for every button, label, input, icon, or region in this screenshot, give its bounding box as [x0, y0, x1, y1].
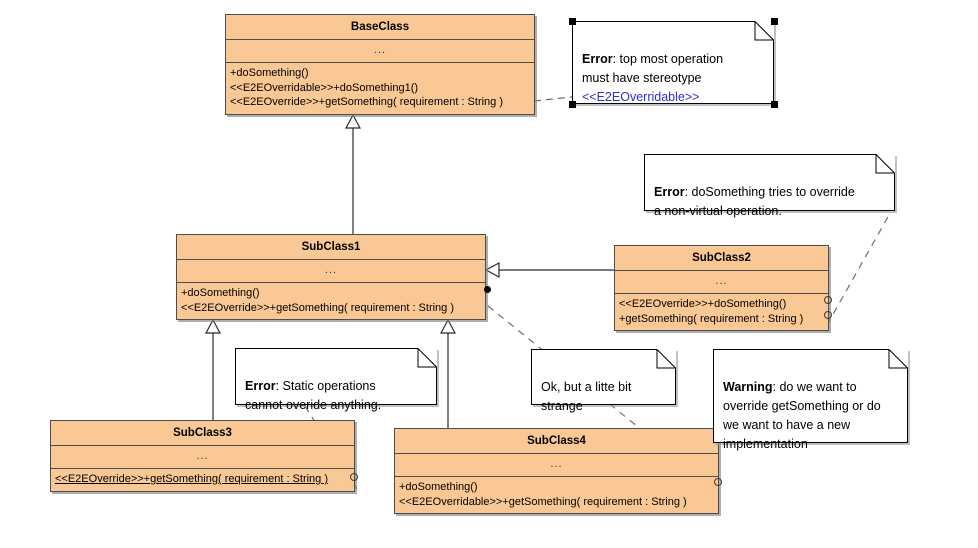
note-text-subclass2-warning: Warning: do we want to override getSomet…: [713, 349, 908, 460]
note-severity-label: Warning: [723, 380, 773, 394]
selection-handle-bottom-left[interactable]: [569, 101, 576, 108]
generalization-subclass1-to-baseclass: [344, 113, 362, 234]
class-operations-subclass4: +doSomething() <<E2EOverridable>>+getSom…: [395, 477, 718, 513]
class-name-subclass2: SubClass2: [615, 246, 828, 271]
generalization-subclass3-to-subclass1: [204, 318, 222, 420]
note-anchor-point-subclass2-op1[interactable]: [824, 296, 832, 304]
generalization-subclass4-to-subclass1: [439, 318, 457, 428]
note-shape-icon: [572, 21, 774, 104]
note-message: : do we want to override getSomething or…: [723, 380, 881, 451]
note-baseclass-error[interactable]: Error: top most operation must have ster…: [572, 21, 774, 104]
class-attributes-subclass2: ...: [615, 271, 828, 294]
note-message: Ok, but a litte bit strange: [541, 380, 632, 413]
class-operations-subclass2: <<E2EOverride>>+doSomething() +getSometh…: [615, 294, 828, 330]
operation-row[interactable]: <<E2EOverride>>+getSomething( requiremen…: [55, 473, 329, 485]
operation-row[interactable]: <<E2EOverride>>+getSomething( requiremen…: [230, 96, 504, 108]
selection-handle-top-left[interactable]: [569, 18, 576, 25]
note-text-subclass2-error: Error: doSomething tries to override a n…: [644, 154, 895, 227]
note-anchor-point-subclass3-op1[interactable]: [350, 473, 358, 481]
class-operations-subclass3: <<E2EOverride>>+getSomething( requiremen…: [51, 469, 354, 491]
note-text-baseclass-error: Error: top most operation must have ster…: [572, 21, 774, 113]
class-attributes-baseclass: ...: [226, 40, 534, 63]
class-name-subclass4: SubClass4: [395, 429, 718, 454]
class-attributes-subclass3: ...: [51, 446, 354, 469]
class-subclass2[interactable]: SubClass2 ... <<E2EOverride>>+doSomethin…: [614, 245, 829, 331]
note-shape-icon: [713, 349, 908, 443]
note-anchor-point-subclass4-op1[interactable]: [714, 478, 722, 486]
note-text-subclass4-ok: Ok, but a litte bit strange: [531, 349, 676, 422]
class-name-baseclass: BaseClass: [226, 15, 534, 40]
note-severity-label: Error: [582, 52, 613, 66]
operation-row[interactable]: <<E2EOverride>>+doSomething(): [619, 298, 787, 310]
note-text-subclass3-error: Error: Static operations cannot overide …: [235, 348, 437, 421]
class-name-subclass3: SubClass3: [51, 421, 354, 446]
class-baseclass[interactable]: BaseClass ... +doSomething() <<E2EOverri…: [225, 14, 535, 115]
note-anchor-point-subclass1[interactable]: [484, 286, 491, 293]
class-name-subclass1: SubClass1: [177, 235, 485, 260]
class-attributes-subclass1: ...: [177, 260, 485, 283]
note-anchor-baseclass: [533, 96, 573, 102]
note-subclass2-error[interactable]: Error: doSomething tries to override a n…: [644, 154, 895, 218]
class-subclass3[interactable]: SubClass3 ... <<E2EOverride>>+getSomethi…: [50, 420, 355, 492]
note-anchor-point-subclass2-op2[interactable]: [824, 311, 832, 319]
class-subclass4[interactable]: SubClass4 ... +doSomething() <<E2EOverri…: [394, 428, 719, 514]
note-message: : top most operation must have stereotyp…: [582, 52, 724, 85]
operation-row[interactable]: +doSomething(): [181, 287, 260, 299]
operation-row[interactable]: +doSomething(): [230, 67, 309, 79]
operation-row[interactable]: <<E2EOverridable>>+getSomething( require…: [399, 495, 687, 508]
class-subclass1[interactable]: SubClass1 ... +doSomething() <<E2EOverri…: [176, 234, 486, 320]
note-subclass2-warning[interactable]: Warning: do we want to override getSomet…: [713, 349, 908, 451]
note-shape-icon: [531, 349, 676, 405]
selection-handle-top-right[interactable]: [771, 18, 778, 25]
note-stereotype-link[interactable]: <<E2EOverridable>>: [582, 90, 700, 104]
class-operations-baseclass: +doSomething() <<E2EOverridable>>+doSome…: [226, 63, 534, 114]
note-message: : Static operations cannot overide anyth…: [245, 379, 382, 412]
operation-row[interactable]: +doSomething(): [399, 481, 478, 493]
class-operations-subclass1: +doSomething() <<E2EOverride>>+getSometh…: [177, 283, 485, 319]
generalization-subclass2-to-subclass1: [484, 261, 614, 279]
note-shape-icon: [644, 154, 895, 211]
note-message: : doSomething tries to override a non-vi…: [654, 185, 855, 218]
note-severity-label: Error: [654, 185, 685, 199]
operation-row[interactable]: <<E2EOverridable>>+doSomething1(): [230, 81, 419, 94]
note-shape-icon: [235, 348, 437, 405]
note-subclass4-ok[interactable]: Ok, but a litte bit strange: [531, 349, 676, 413]
class-attributes-subclass4: ...: [395, 454, 718, 477]
note-severity-label: Error: [245, 379, 276, 393]
selection-handle-bottom-right[interactable]: [771, 101, 778, 108]
operation-row[interactable]: <<E2EOverride>>+getSomething( requiremen…: [181, 301, 455, 314]
operation-row[interactable]: +getSomething( requirement : String ): [619, 312, 804, 325]
note-subclass3-error[interactable]: Error: Static operations cannot overide …: [235, 348, 437, 412]
note-anchor-subclass2-error: [826, 214, 890, 326]
